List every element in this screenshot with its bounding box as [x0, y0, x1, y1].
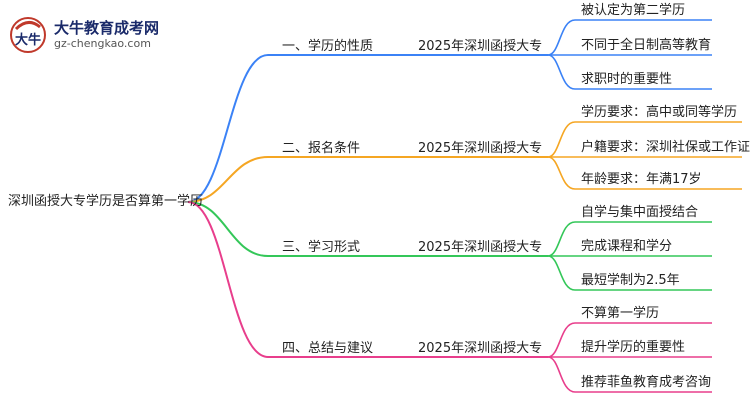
leaf-connector-2-1 — [547, 121, 742, 158]
branch-connector-2 — [187, 156, 548, 203]
branch-connector-1 — [187, 54, 548, 203]
branch-label-3: 三、学习形式 — [282, 240, 361, 255]
leaf-item: 推荐菲鱼教育成考咨询 — [581, 375, 712, 390]
branch-sublabel-3: 2025年深圳函授大专 — [418, 240, 543, 255]
leaf-connector-3-1 — [547, 221, 712, 257]
leaf-connector-1-3 — [547, 54, 712, 90]
leaf-connector-2-3 — [547, 156, 742, 190]
leaf-item: 不同于全日制高等教育 — [581, 38, 712, 53]
root-topic: 深圳函授大专学历是否算第一学历 — [8, 194, 204, 209]
logo-url: gz-chengkao.com — [54, 37, 151, 50]
logo-brand: 大牛教育成考网 — [54, 19, 160, 37]
branch-connector-3 — [187, 201, 548, 257]
branch-sublabel-1: 2025年深圳函授大专 — [418, 39, 543, 54]
logo-mark-icon: 大牛 — [10, 17, 46, 53]
leaf-item: 不算第一学历 — [581, 306, 660, 321]
leaf-item: 自学与集中面授结合 — [581, 205, 699, 220]
leaf-connector-4-1 — [547, 322, 712, 358]
site-logo[interactable]: 大牛 大牛教育成考网 gz-chengkao.com — [8, 15, 208, 57]
leaf-item: 完成课程和学分 — [581, 239, 673, 254]
leaf-item: 提升学历的重要性 — [581, 340, 686, 355]
branch-label-2: 二、报名条件 — [282, 141, 361, 156]
branch-connector-4 — [187, 201, 548, 358]
branch-label-4: 四、总结与建议 — [282, 341, 374, 356]
leaf-item: 最短学制为2.5年 — [581, 273, 680, 288]
leaf-item: 求职时的重要性 — [581, 72, 673, 87]
leaf-connector-1-1 — [547, 19, 712, 56]
leaf-item: 学历要求：高中或同等学历 — [581, 105, 738, 120]
leaf-item: 年龄要求：年满17岁 — [581, 172, 702, 187]
leaf-connector-3-3 — [547, 255, 712, 291]
leaf-item: 户籍要求：深圳社保或工作证明 — [581, 140, 750, 155]
branch-label-1: 一、学历的性质 — [282, 39, 374, 54]
branch-sublabel-2: 2025年深圳函授大专 — [418, 141, 543, 156]
svg-text:大牛: 大牛 — [15, 32, 41, 48]
branch-sublabel-4: 2025年深圳函授大专 — [418, 341, 543, 356]
leaf-item: 被认定为第二学历 — [581, 3, 686, 18]
leaf-connector-4-3 — [547, 356, 712, 393]
